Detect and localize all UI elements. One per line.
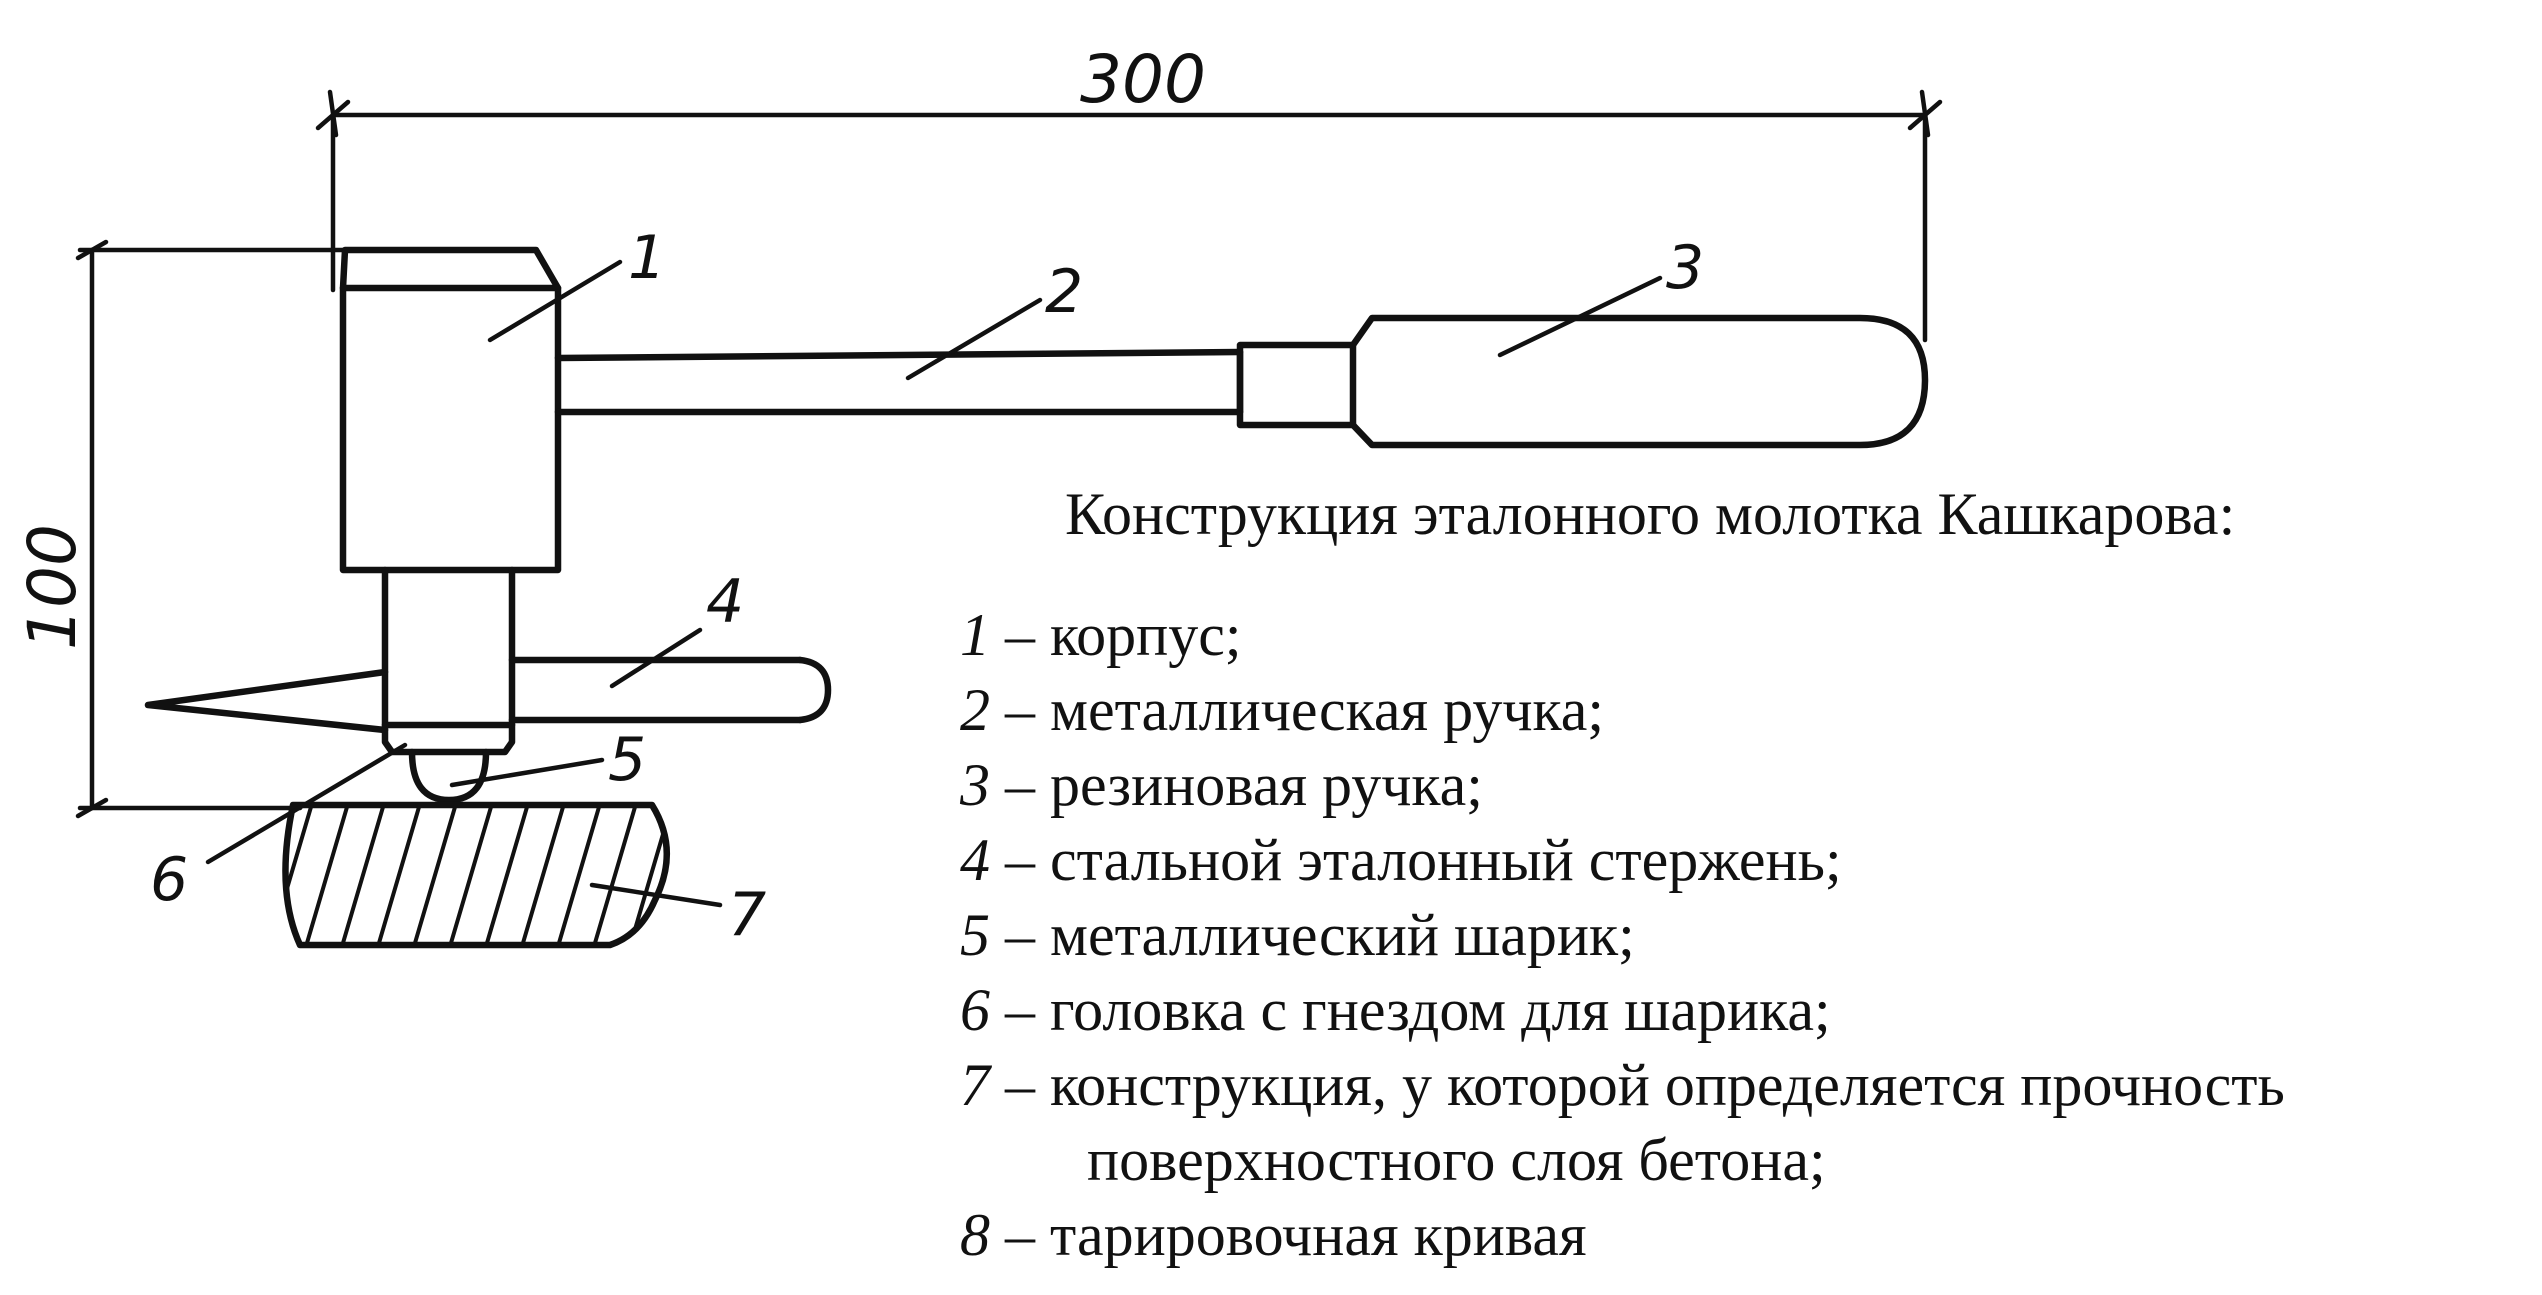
caption-item-number: 2 xyxy=(960,677,990,743)
height-label: 100 xyxy=(14,524,91,650)
caption-item-dash: – xyxy=(990,977,1050,1043)
caption-item-number: 6 xyxy=(960,977,990,1043)
hatch-line xyxy=(372,805,426,945)
caption-item-dash: – xyxy=(990,1202,1050,1268)
body-neck xyxy=(381,566,516,729)
callout-numbers: 1 2 3 4 5 6 7 xyxy=(150,223,1704,950)
caption-item: 1 – корпус; xyxy=(960,605,1242,665)
caption-item-dash: – xyxy=(990,602,1050,668)
concrete-specimen xyxy=(230,790,671,960)
hatch-line xyxy=(588,805,642,945)
hatch-line xyxy=(230,790,280,960)
caption-item: 6 – головка с гнездом для шарика; xyxy=(960,980,1831,1040)
caption-item-dash: – xyxy=(990,677,1050,743)
caption-item: 8 – тарировочная кривая xyxy=(960,1205,1587,1265)
steel-ball xyxy=(408,748,490,804)
rubber-grip xyxy=(1349,314,1929,449)
callout-5: 5 xyxy=(608,725,646,795)
caption-item-number: 5 xyxy=(960,902,990,968)
hatch-line xyxy=(444,805,498,945)
hatch-line xyxy=(300,805,354,945)
hatch-line xyxy=(552,805,606,945)
caption-item-dash: – xyxy=(990,752,1050,818)
caption-title: Конструкция эталонного молотка Кашкарова… xyxy=(1065,481,2236,547)
caption-item-dash: – xyxy=(990,902,1050,968)
ball-seat-head xyxy=(381,721,516,756)
hatch-line xyxy=(480,805,534,945)
hatch-line xyxy=(336,805,390,945)
caption-item-number: 7 xyxy=(960,1052,990,1118)
metal-handle xyxy=(554,341,1357,429)
caption-item-text: головка с гнездом для шарика; xyxy=(1050,977,1831,1043)
callout-7: 7 xyxy=(728,880,766,950)
caption-item-text: конструкция, у которой определяется проч… xyxy=(1050,1052,2285,1118)
caption-item-number: 8 xyxy=(960,1202,990,1268)
hammer-body xyxy=(339,246,562,574)
caption-item-text: тарировочная кривая xyxy=(1050,1202,1587,1268)
caption-item-text: металлическая ручка; xyxy=(1050,677,1605,743)
caption-item-number: 3 xyxy=(960,752,990,818)
length-label: 300 xyxy=(1080,41,1206,118)
callout-6: 6 xyxy=(150,845,188,915)
callout-4: 4 xyxy=(706,567,744,637)
caption-item-dash: – xyxy=(990,1052,1050,1118)
hatch-line xyxy=(408,805,462,945)
caption-item-7-continuation: поверхностного слоя бетона; xyxy=(1087,1127,1826,1193)
caption-item-text: стальной эталонный стержень; xyxy=(1050,827,1842,893)
caption-item-text: резиновая ручка; xyxy=(1050,752,1483,818)
callout-3: 3 xyxy=(1666,233,1704,303)
caption-item-text: металлический шарик; xyxy=(1050,902,1635,968)
caption-item-number: 1 xyxy=(960,602,990,668)
length-dimension: 300 xyxy=(315,41,1943,343)
hatch-line xyxy=(660,805,667,945)
caption-item: 3 – резиновая ручка; xyxy=(960,755,1483,815)
callout-1: 1 xyxy=(628,223,666,293)
caption-item: 5 – металлический шарик; xyxy=(960,905,1635,965)
reference-rod xyxy=(144,656,832,734)
caption-item: 4 – стальной эталонный стержень; xyxy=(960,830,1842,890)
hatch-line xyxy=(285,805,318,945)
caption-item-dash: – xyxy=(990,827,1050,893)
caption-item-text: корпус; xyxy=(1050,602,1242,668)
caption-item: 7 – конструкция, у которой определяется … xyxy=(960,1055,2285,1115)
caption-item: 2 – металлическая ручка; xyxy=(960,680,1604,740)
hatch-line xyxy=(516,805,570,945)
callout-leaders xyxy=(205,259,1663,908)
caption-item-number: 4 xyxy=(960,827,990,893)
callout-2: 2 xyxy=(1045,257,1083,327)
height-dimension: 100 xyxy=(14,239,351,819)
